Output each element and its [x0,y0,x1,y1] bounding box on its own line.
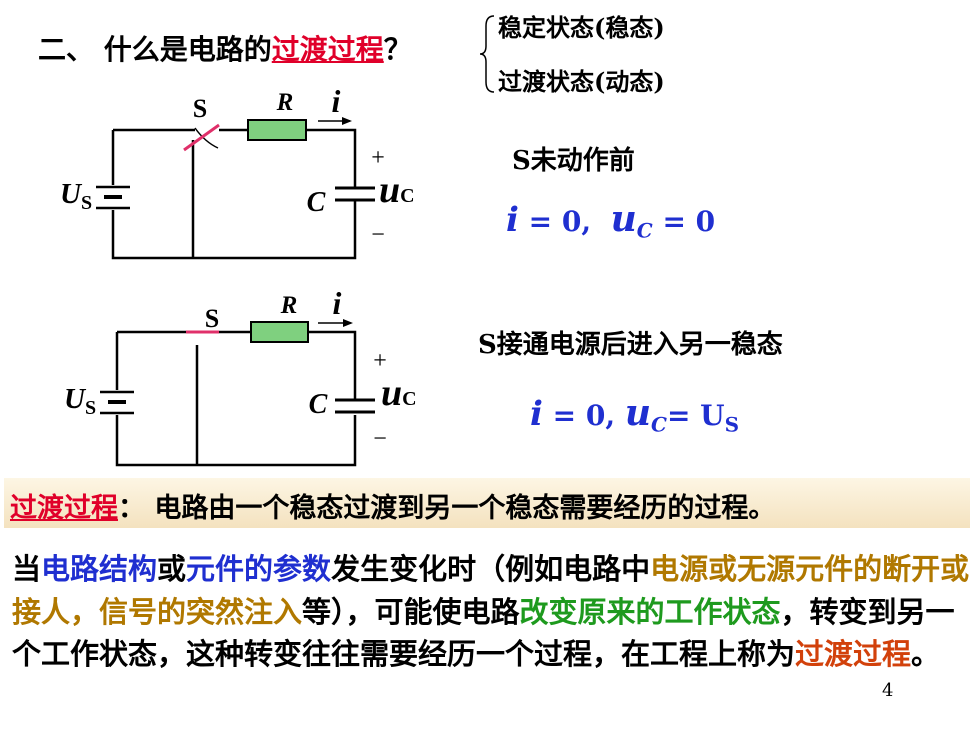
circuit1-cap-label: C [307,187,326,218]
para-seg-1: 当 [12,552,42,586]
heading-suffix: ？ [383,33,412,66]
circuit1-plus: + [371,145,385,171]
state1-eq-i: i [506,200,519,240]
state1-title: S未动作前 [512,146,635,176]
circuit2-voltage-sub: C [402,388,416,410]
circuit2-voltage-label: uC [381,372,417,414]
circuit1-resistor [247,119,307,141]
state1-eq-i-rest: = 0, [518,205,592,238]
circuit1-source-main: U [60,178,83,210]
circuit2-voltage-main: u [381,372,402,414]
para-circuit-structure: 电路结构 [41,552,158,586]
state2-title: S接通电源后进入另一稳态 [478,330,783,360]
definition-colon: ： [118,493,145,524]
state2-eq-i-rest: = 0, [542,399,625,432]
circuit2-plus: + [373,348,387,374]
brace-item-steady: 稳定状态(稳态) [498,13,665,42]
circuit2-resistor-label: R [280,292,298,319]
circuit1-switch-label: S [193,94,207,123]
state2-eq-u-sub: C [651,412,667,437]
para-seg-7: 等），可能使电路 [302,594,520,629]
circuit2-wires [115,330,357,467]
definition-line: 过渡过程： 电路由一个稳态过渡到另一个稳态需要经历的过程。 [10,486,775,525]
circuit2-source-sub: S [85,397,96,419]
circuit1-voltage-label: uC [379,169,415,211]
para-component-params: 元件的参数 [186,552,332,586]
circuit2-source-label: US [64,383,96,419]
circuit2-battery [100,390,134,415]
state2-eq-u: u [624,392,652,434]
state2-eq-u-rest: = U [666,399,725,432]
circuit2-current-arrow [318,319,353,327]
definition-box [4,478,970,528]
page-number: 4 [882,680,894,701]
brace-icon [479,15,495,93]
circuit2-current-label: i [333,285,342,321]
heading-highlight: 过渡过程 [271,33,384,66]
circuit1-battery [96,185,130,210]
circuit1-minus: − [371,222,385,248]
circuit1-current-arrow [318,117,352,125]
definition-text: 电路由一个稳态过渡到另一个稳态需要经历的过程。 [145,493,776,524]
circuit2-resistor [250,321,309,343]
circuit1-voltage-sub: C [400,185,414,207]
circuit2-source-main: U [64,383,87,415]
para-transient-term: 过渡过程 [795,637,912,671]
state2-equation: i = 0, uC= US [530,392,739,437]
definition-term: 过渡过程 [10,493,118,524]
circuit1-source-sub: S [81,192,92,214]
state1-eq-u-rest: = 0 [652,205,716,238]
circuit1-source-label: US [60,178,92,214]
circuit1-current-label: i [332,83,341,119]
page-heading: 二、 什么是电路的过渡过程？ [38,28,412,68]
circuit1-voltage-main: u [379,169,400,211]
para-seg-9: ，转变到另一个工作状态，这种转变往往需要经历一个过程，在工程上称为 [12,594,955,672]
state2-eq-i: i [530,394,543,434]
circuit2-cap-label: C [309,389,328,420]
circuit1-switch [183,123,220,152]
para-seg-11: 。 [911,637,941,671]
circuit1-wires [111,128,357,260]
state1-eq-u: u [610,198,637,240]
circuit1-capacitor [335,186,375,202]
brace-item-transient: 过渡状态(动态) [498,67,665,96]
circuit2-minus: − [373,426,387,452]
heading-prefix: 二、 什么是电路的 [38,33,272,66]
circuit-diagram-1: S R i US C uC + − [60,83,415,260]
circuit2-capacitor [335,398,375,414]
state1-equation: i = 0, uC = 0 [506,198,715,243]
state1-eq-u-sub: C [636,218,653,243]
para-seg-5: 发生变化时（例如电路中 [331,552,651,586]
state2-eq-u-rest-sub: S [724,412,740,437]
para-seg-3: 或 [157,552,187,586]
circuit-diagram-2: S R i US C uC + − [64,285,417,467]
para-change-state: 改变原来的工作状态 [519,594,781,629]
explanation-paragraph: 当电路结构或元件的参数发生变化时（例如电路中电源或无源元件的断开或接人，信号的突… [12,548,970,676]
circuit2-switch-label: S [205,304,219,333]
para-source-change: 电源或无源元件的断开或接人，信号的突然注入 [12,552,970,629]
circuit1-resistor-label: R [276,89,294,116]
